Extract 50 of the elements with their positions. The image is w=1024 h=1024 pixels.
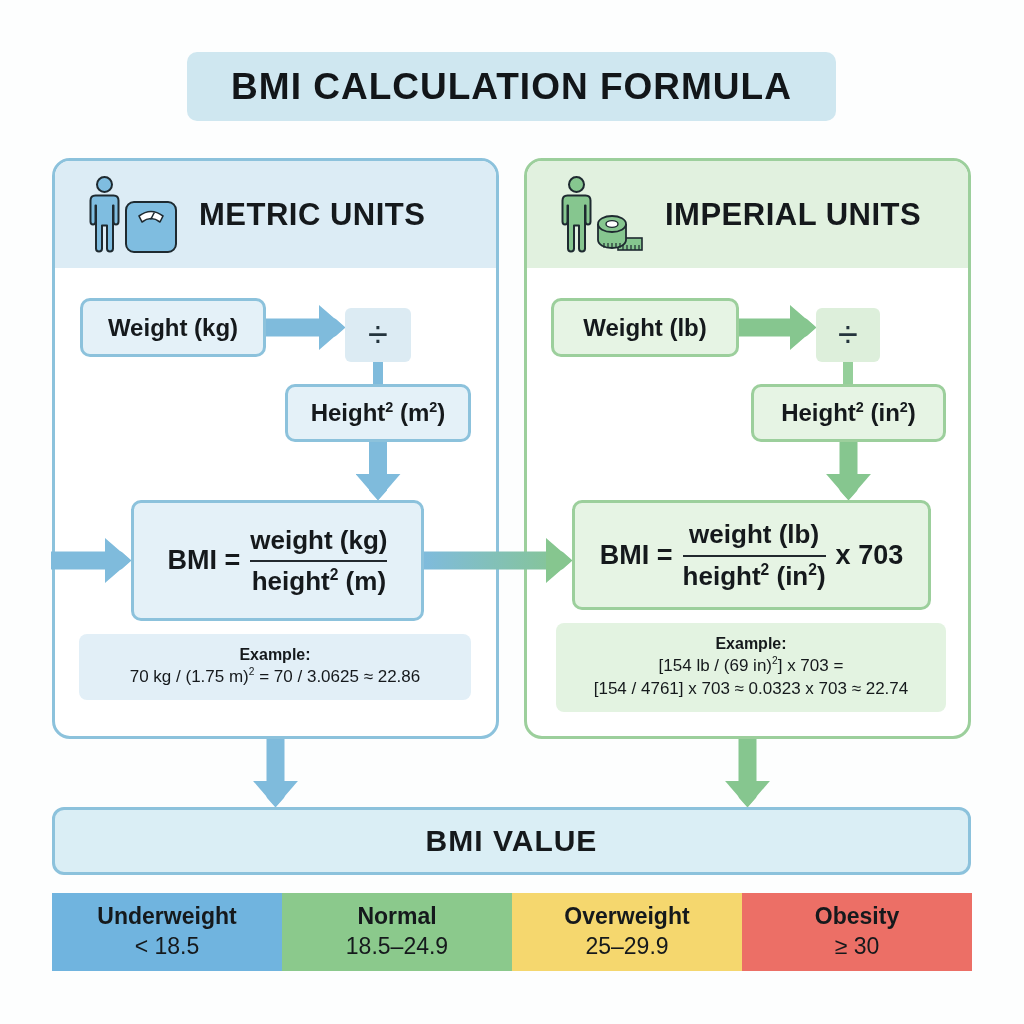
category-range: ≥ 30 — [834, 933, 880, 961]
example-calculation: [154 / 4761] x 703 ≈ 0.0323 x 703 ≈ 22.74 — [593, 677, 909, 700]
result-bar: BMI VALUE — [52, 807, 971, 875]
category-name: Underweight — [97, 903, 237, 931]
connector-line — [373, 362, 383, 384]
category-name: Normal — [357, 903, 437, 931]
example-calculation: [154 lb / (69 in)$^{2}$] x 703 = — [658, 654, 844, 677]
category-range: 18.5–24.9 — [345, 933, 449, 961]
arrow — [725, 739, 770, 807]
arrow — [739, 305, 816, 350]
arrow — [51, 538, 131, 583]
example-heading: Example: — [715, 634, 787, 655]
example-heading: Example: — [239, 645, 311, 666]
category-name: Overweight — [564, 903, 690, 931]
formula-box — [572, 500, 931, 610]
panel-heading: METRIC UNITS — [199, 196, 426, 233]
title-banner: BMI CALCULATION FORMULA — [187, 52, 836, 121]
input-box: Weight (lb) — [551, 298, 739, 357]
input-box: Height$^{2}$ (in$^{2}$) — [751, 384, 946, 442]
category-band — [742, 893, 972, 971]
category-range: 25–29.9 — [585, 933, 669, 961]
multiplier: x 703 — [835, 539, 904, 571]
operator-box: ÷ — [816, 308, 880, 362]
category-band — [282, 893, 512, 971]
arrow — [424, 538, 572, 583]
example-box — [79, 634, 471, 700]
example-calculation: 70 kg / (1.75 m)$^{2}$ = 70 / 3.0625 ≈ 22.86 — [129, 665, 421, 688]
category-range: < 18.5 — [134, 933, 200, 961]
formula-label: BMI = — [599, 539, 673, 571]
numerator: weight (lb) — [689, 518, 820, 551]
input-box: Weight (kg) — [80, 298, 266, 357]
arrow — [826, 442, 871, 500]
formula-label: BMI = — [167, 545, 241, 576]
panel-heading: IMPERIAL UNITS — [665, 196, 922, 233]
numerator: weight (kg) — [250, 523, 388, 556]
category-name: Obesity — [814, 903, 900, 931]
denominator: height$^{2}$ (in$^{2}$) — [682, 559, 826, 592]
category-band — [512, 893, 742, 971]
units-panel — [52, 158, 499, 739]
example-box — [556, 623, 946, 712]
input-box: Height$^{2}$ (m$^{2}$) — [285, 384, 471, 442]
category-band — [52, 893, 282, 971]
arrow — [355, 442, 401, 500]
units-panel — [524, 158, 971, 739]
arrow — [266, 305, 345, 350]
connector-line — [843, 362, 853, 384]
arrow — [253, 739, 298, 807]
formula-box — [131, 500, 424, 621]
denominator: height$^{2}$ (m) — [251, 565, 387, 598]
operator-box: ÷ — [345, 308, 411, 362]
